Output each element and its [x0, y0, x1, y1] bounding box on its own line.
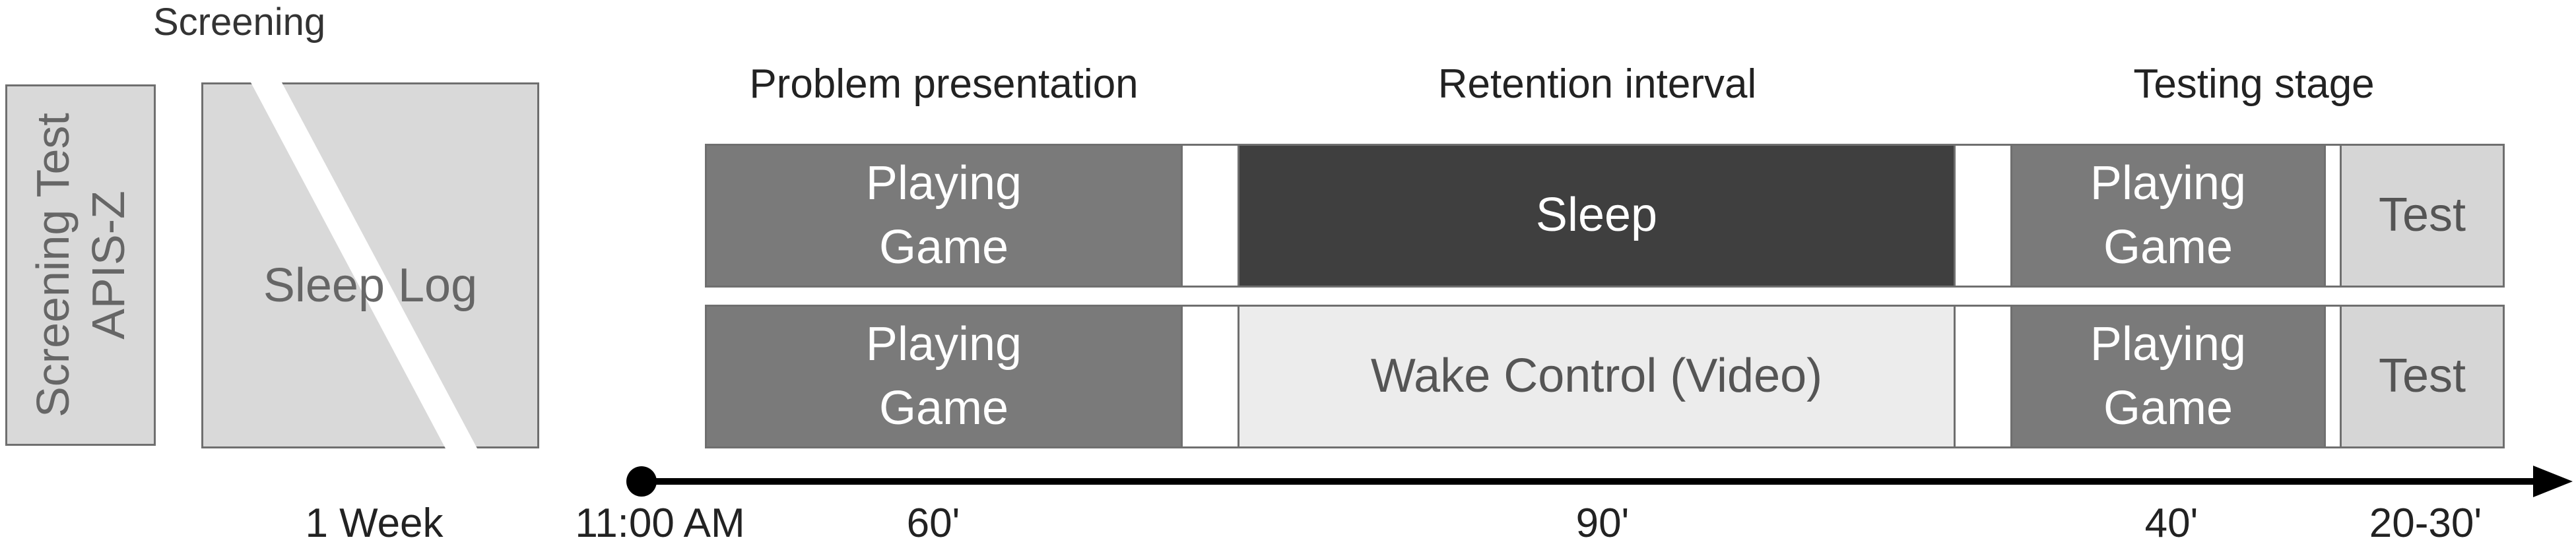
- wake-row-gap-1: [1181, 305, 1239, 448]
- timeline-arrowhead: [2533, 466, 2573, 497]
- duration-problem: 60': [906, 501, 960, 546]
- duration-retention: 90': [1575, 501, 1630, 546]
- timeline-start-time: 11:00 AM: [575, 501, 745, 546]
- sleep-row-game-2: Playing Game: [2010, 144, 2326, 288]
- stage-retention-interval: Retention interval: [1437, 61, 1757, 107]
- screening-duration: 1 Week: [305, 501, 444, 546]
- sleep-row-sleep: Sleep: [1238, 144, 1956, 288]
- screening-test-label: Screening Test APIS-Z: [25, 113, 136, 417]
- duration-test: 20-30': [2369, 501, 2482, 546]
- sleep-row-game-1: Playing Game: [705, 144, 1183, 288]
- wake-row-test: Test: [2340, 305, 2505, 448]
- wake-row-game-1: Playing Game: [705, 305, 1183, 448]
- sleep-log-label: Sleep Log: [263, 259, 478, 312]
- sleep-log-break: [251, 82, 477, 448]
- timeline-arrow: [626, 466, 2573, 497]
- screening-test-line1: Screening Test: [27, 113, 79, 417]
- stage-problem-presentation: Problem presentation: [749, 61, 1139, 107]
- wake-row-game-2: Playing Game: [2010, 305, 2326, 448]
- sleep-row-gap-2: [1954, 144, 2012, 288]
- duration-playing-2: 40': [2144, 501, 2198, 546]
- stage-testing: Testing stage: [2133, 61, 2375, 107]
- screening-title: Screening: [153, 1, 326, 44]
- wake-row-wake-control: Wake Control (Video): [1238, 305, 1956, 448]
- sleep-row-test: Test: [2340, 144, 2505, 288]
- wake-row-gap-3: [2324, 305, 2342, 448]
- wake-row-gap-2: [1954, 305, 2012, 448]
- screening-test-line2: APIS-Z: [83, 191, 134, 340]
- sleep-row-gap-3: [2324, 144, 2342, 288]
- sleep-log-box: [201, 82, 539, 448]
- screening-test-box: Screening Test APIS-Z: [5, 84, 156, 446]
- sleep-row-gap-1: [1181, 144, 1239, 288]
